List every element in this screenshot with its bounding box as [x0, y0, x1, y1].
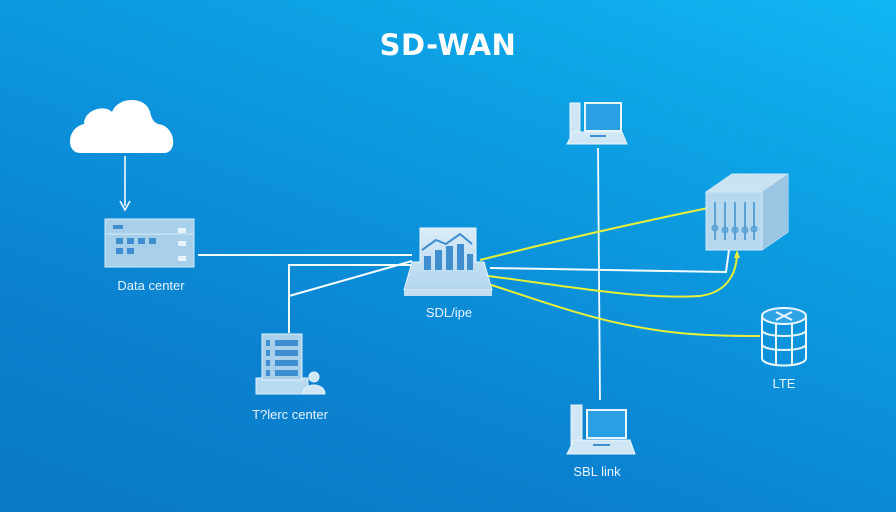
- label-sbl-link: SBL link: [573, 464, 621, 479]
- link-branch-edge: [288, 260, 413, 333]
- laptop-icon[interactable]: [566, 404, 636, 455]
- switch-cube-icon[interactable]: [705, 173, 789, 251]
- link-laptop-top-bottom: [597, 147, 601, 401]
- link-edge-lte-wireless: [487, 283, 761, 337]
- user-person-icon: [302, 371, 326, 395]
- diagram-title: SD-WAN: [379, 28, 517, 62]
- server-rack-icon[interactable]: [104, 218, 195, 268]
- label-lte: LTE: [772, 376, 796, 391]
- link-edge-switch-wireless: [479, 207, 709, 261]
- label-branch-office: T?lerc center: [252, 407, 328, 422]
- cloud-icon[interactable]: [69, 100, 174, 153]
- office-building-icon[interactable]: [255, 333, 309, 395]
- link-edge-switch-curve: [487, 251, 738, 298]
- label-sd-wan-edge: SDL/ipe: [425, 305, 473, 320]
- database-cylinder-icon[interactable]: [761, 307, 807, 367]
- links: [119, 147, 761, 401]
- analytics-router-icon[interactable]: [403, 227, 493, 296]
- laptop-icon[interactable]: [566, 102, 628, 145]
- arrow-head-icon: [734, 250, 740, 258]
- link-cloud-datacenter: [119, 156, 131, 212]
- label-data-center: Data center: [117, 278, 185, 293]
- link-edge-switch-wired: [489, 249, 730, 274]
